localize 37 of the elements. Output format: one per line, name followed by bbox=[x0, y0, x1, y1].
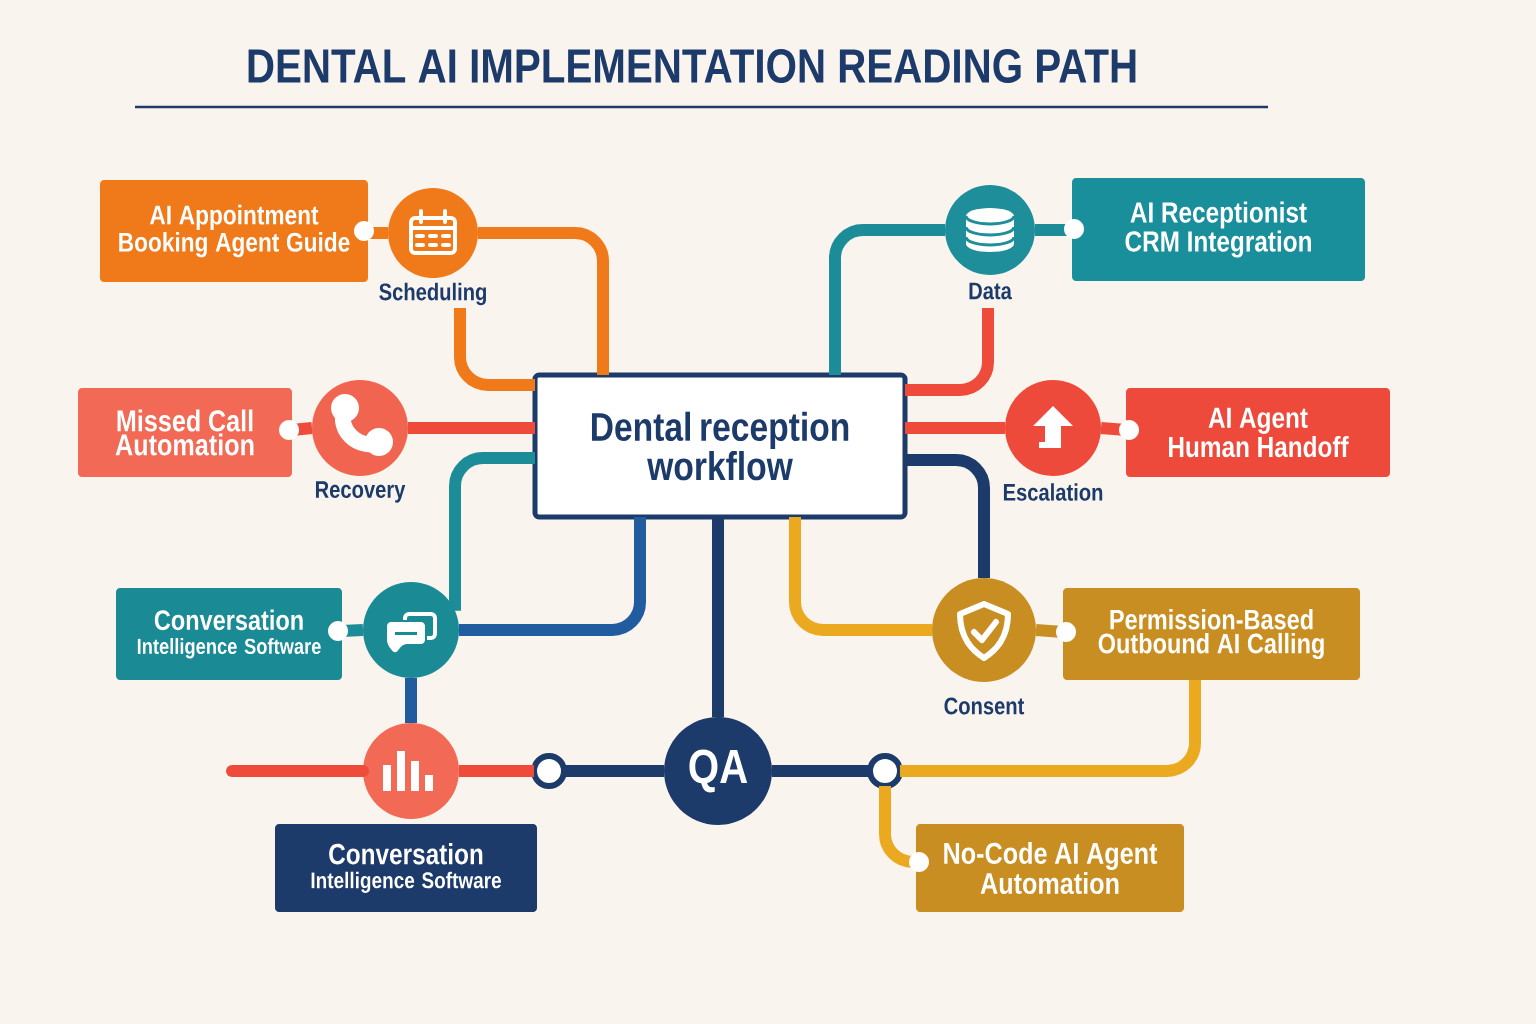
topic-box: Conversation Intelligence Software bbox=[116, 588, 342, 680]
title: DENTAL AI IMPLEMENTATION READING PATH bbox=[248, 49, 1136, 83]
icon-caption: Recovery bbox=[315, 481, 406, 503]
connector-line bbox=[478, 227, 609, 375]
connector-line bbox=[408, 422, 535, 434]
connector-line bbox=[405, 678, 417, 723]
topic-box: Permission-Based Outbound AI Calling bbox=[1063, 588, 1360, 680]
icon-circle bbox=[932, 578, 1036, 682]
connector-line bbox=[772, 765, 870, 777]
connector-line bbox=[789, 517, 932, 636]
connector-line bbox=[900, 680, 1201, 777]
connector-line bbox=[454, 308, 535, 391]
junction-circle bbox=[531, 753, 567, 789]
icon-caption: Scheduling bbox=[379, 282, 486, 306]
connector-line bbox=[712, 517, 724, 717]
topic-box: No-Code AI Agent Automation bbox=[916, 824, 1184, 912]
topic-box: Missed Call Automation bbox=[78, 388, 292, 477]
connector-line bbox=[905, 422, 1005, 434]
topic-box: AI Receptionist CRM Integration bbox=[1072, 178, 1365, 281]
icon-caption: Consent bbox=[944, 697, 1025, 715]
icon-caption: Data bbox=[969, 282, 1012, 300]
icon-caption: Escalation bbox=[1003, 483, 1103, 501]
connector-line bbox=[226, 765, 369, 777]
connector-line bbox=[449, 452, 535, 611]
topic-box: AI Agent Human Handoff bbox=[1126, 388, 1390, 477]
connector-line bbox=[368, 227, 388, 239]
connector-line bbox=[905, 308, 994, 396]
connector-line bbox=[829, 224, 945, 375]
connector-line bbox=[905, 454, 990, 578]
topic-box: Conversation Intelligence Software bbox=[275, 824, 537, 912]
connector-line bbox=[459, 765, 534, 777]
connector-line bbox=[564, 765, 664, 777]
junction-circle bbox=[867, 753, 903, 789]
workflow-box: Dental reception workflow bbox=[532, 372, 908, 520]
icon-circle bbox=[388, 188, 478, 278]
connector-line bbox=[459, 517, 646, 636]
topic-box: AI Appointment Booking Agent Guide bbox=[100, 180, 368, 282]
